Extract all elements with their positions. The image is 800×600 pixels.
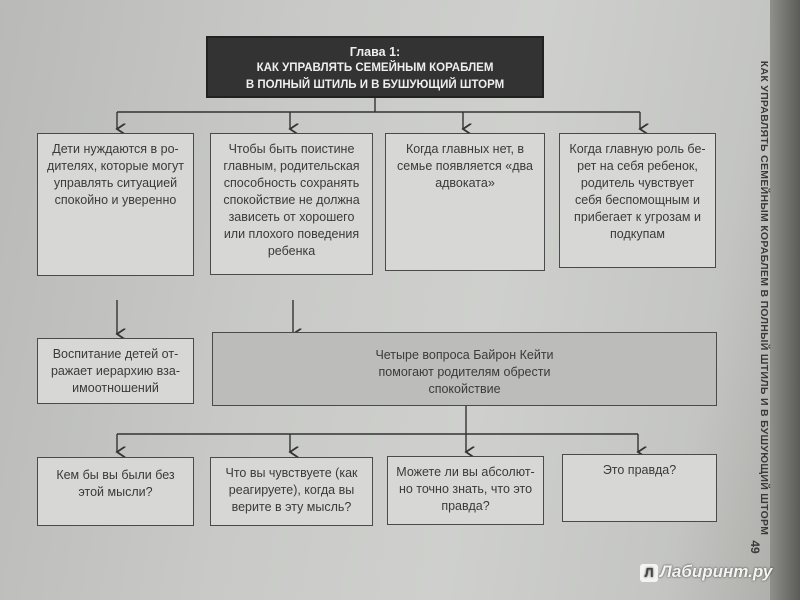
row1-box-1: Дети нуждаются в ро­дителях, которые мог… <box>37 133 194 276</box>
question-box-1: Кем бы вы были без этой мысли? <box>37 457 194 526</box>
row1-box-4: Когда главную роль бе­рет на себя ребено… <box>559 133 716 268</box>
chapter-number: Глава 1: <box>349 45 401 59</box>
page-edge-shadow <box>770 0 800 600</box>
chapter-title-box: Глава 1: Как управлять семейным кораблем… <box>206 36 544 98</box>
question-box-3: Можете ли вы абсолют­но точно знать, что… <box>387 456 544 525</box>
question-box-4: Это правда? <box>562 454 717 522</box>
page-number: 49 <box>748 540 762 554</box>
labirint-logo-icon: Л <box>640 564 658 582</box>
watermark-text: Лабиринт.ру <box>660 562 773 581</box>
chapter-title-line-1: Как управлять семейным кораблем <box>256 62 494 74</box>
byron-katie-box: Четыре вопроса Байрон Кейти помогают род… <box>212 332 717 406</box>
row1-box-3: Когда главных нет, в семье появляется «д… <box>385 133 545 271</box>
hierarchy-box: Воспитание детей от­ражает иерархию вза­… <box>37 338 194 404</box>
running-header: Как управлять семейным кораблем в полный… <box>758 60 770 536</box>
row1-box-2: Чтобы быть поистине главным, родительска… <box>210 133 373 275</box>
chapter-title-line-2: в полный штиль и в бушующий шторм <box>245 79 505 91</box>
question-box-2: Что вы чувствуете (как реагируете), когд… <box>210 457 373 526</box>
